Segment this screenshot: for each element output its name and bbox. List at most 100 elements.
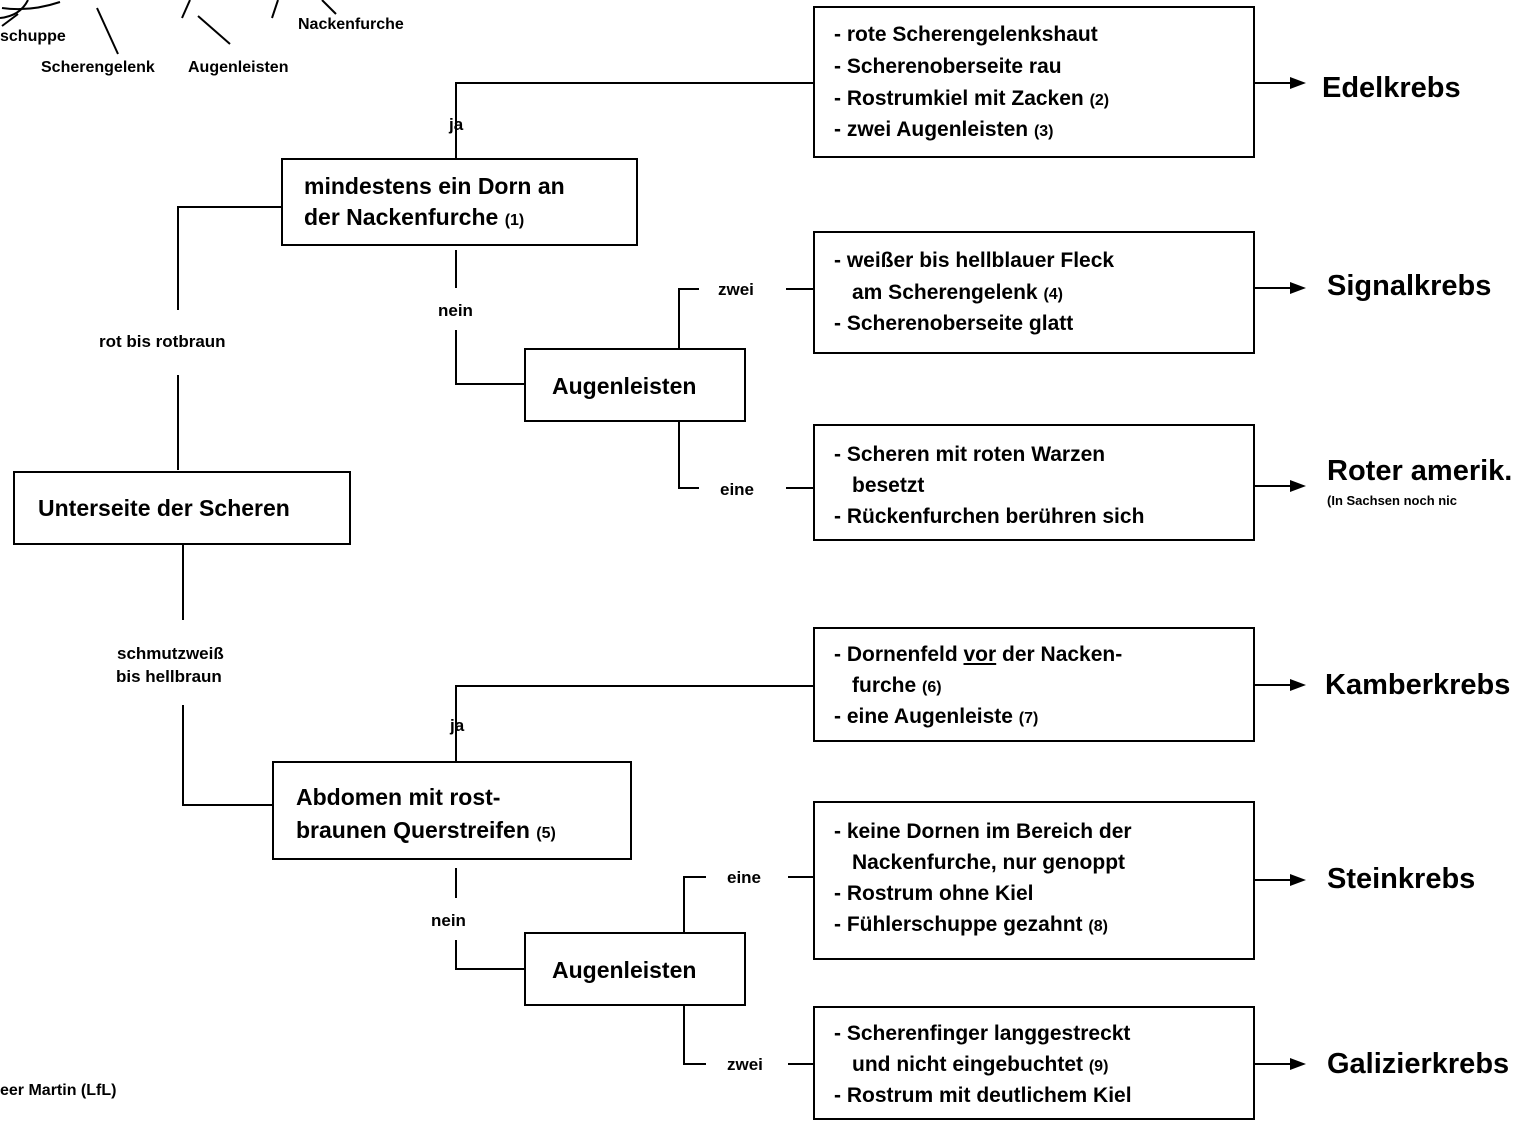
line-root-down-bottom — [182, 705, 272, 806]
label-schuppe: schuppe — [0, 28, 66, 45]
result-roter-note: (In Sachsen noch nic — [1327, 493, 1458, 508]
sketch-fragment — [271, 0, 279, 19]
image-credit: eer Martin (LfL) — [0, 1082, 117, 1099]
node-unterseite: Unterseite der Scheren — [13, 471, 351, 545]
features-edelkrebs: - rote Scherengelenkshaut - Scherenobers… — [813, 6, 1255, 158]
node-dorn-line2: der Nackenfurche (1) — [304, 206, 524, 229]
roter-line1: - Scheren mit roten Warzen — [834, 443, 1106, 466]
line-nein2 — [455, 940, 524, 970]
node-abdomen-ref: (5) — [536, 825, 556, 842]
roter-line3: - Rückenfurchen berühren sich — [834, 505, 1145, 528]
node-abdomen: Abdomen mit rost- braunen Querstreifen (… — [272, 761, 632, 860]
line-eine2 — [683, 876, 706, 932]
pointer-line — [1, 13, 19, 27]
node-unterseite-label: Unterseite der Scheren — [38, 495, 290, 521]
branch-zwei-1: zwei — [718, 280, 754, 299]
roter-line2: besetzt — [852, 474, 925, 497]
pointer-line — [321, 0, 337, 15]
line-root-up-top — [177, 206, 282, 310]
kamber-line2: furche (6) — [852, 675, 942, 696]
sketch-fragment — [1, 1, 61, 11]
features-roter-amerik: - Scheren mit roten Warzen besetzt - Rüc… — [813, 424, 1255, 541]
stein-line4-text: - Fühlerschuppe gezahnt — [834, 913, 1083, 936]
kamber-ref-6: (6) — [922, 679, 942, 696]
kamber-line3: - eine Augenleiste (7) — [834, 706, 1038, 727]
galizier-line1: - Scherenfinger langgestreckt — [834, 1022, 1131, 1045]
features-kamberkrebs: - Dornenfeld vor der Nacken- furche (6) … — [813, 627, 1255, 742]
node-augenleisten-1: Augenleisten — [524, 348, 746, 422]
edel-line4: - zwei Augenleisten (3) — [834, 119, 1054, 140]
branch-eine-1: eine — [720, 480, 755, 499]
node-dorn-line2-text: der Nackenfurche — [304, 204, 499, 230]
kamber-line1-b: der Nacken- — [996, 643, 1123, 666]
kamber-ref-7: (7) — [1018, 710, 1039, 727]
node-augenleisten-2-label: Augenleisten — [552, 957, 697, 983]
line-ja1 — [455, 82, 814, 158]
arrowhead-signal — [1290, 282, 1306, 294]
branch-ja-2: ja — [450, 716, 465, 735]
label-augenleisten: Augenleisten — [188, 59, 289, 76]
arrowhead-edel — [1290, 77, 1306, 89]
branch-ja-1: ja — [449, 115, 464, 134]
node-abdomen-line1: Abdomen mit rost- — [296, 784, 501, 810]
edel-line1: - rote Scherengelenkshaut — [834, 23, 1098, 46]
signal-line1: - weißer bis hellblauer Fleck — [834, 249, 1115, 272]
kamber-line3-text: - eine Augenleiste — [834, 705, 1013, 728]
signal-line2: am Scherengelenk (4) — [852, 282, 1063, 303]
edel-line3: - Rostrumkiel mit Zacken (2) — [834, 88, 1109, 109]
pointer-line — [96, 7, 119, 55]
stein-line1: - keine Dornen im Bereich der — [834, 820, 1132, 843]
result-edelkrebs: Edelkrebs — [1322, 72, 1461, 104]
edel-ref-3: (3) — [1033, 123, 1054, 140]
result-roter-amerik: Roter amerik. — [1327, 455, 1513, 487]
features-galizierkrebs: - Scherenfinger langgestreckt und nicht … — [813, 1006, 1255, 1120]
node-dorn-ref: (1) — [504, 212, 525, 229]
branch-eine-2: eine — [727, 868, 762, 887]
arrowhead-roter — [1290, 480, 1306, 492]
node-augenleisten-2: Augenleisten — [524, 932, 746, 1006]
kamber-line2-text: furche — [852, 674, 917, 697]
label-scherengelenk: Scherengelenk — [41, 59, 155, 76]
line-zwei1 — [678, 288, 699, 348]
result-kamberkrebs: Kamberkrebs — [1325, 669, 1511, 701]
line-nein1 — [455, 330, 524, 385]
galizier-line2-text: und nicht eingebuchtet — [852, 1053, 1083, 1076]
branch-zwei-2: zwei — [727, 1055, 763, 1074]
signal-line2-text: am Scherengelenk — [852, 281, 1038, 304]
features-signalkrebs: - weißer bis hellblauer Fleck am Scheren… — [813, 231, 1255, 354]
kamber-line1: - Dornenfeld vor der Nacken- — [834, 644, 1122, 665]
kamber-line1-a: - Dornenfeld — [834, 643, 964, 666]
sketch-fragment — [181, 0, 191, 19]
node-augenleisten-1-label: Augenleisten — [552, 373, 697, 399]
node-dorn-line1: mindestens ein Dorn an — [304, 173, 565, 199]
node-dorn: mindestens ein Dorn an der Nackenfurche … — [281, 158, 638, 246]
result-galizierkrebs: Galizierkrebs — [1327, 1048, 1510, 1080]
arrowhead-galizier — [1290, 1058, 1306, 1070]
line-ja2 — [455, 685, 814, 762]
branch-nein-1: nein — [438, 301, 473, 320]
galizier-line2: und nicht eingebuchtet (9) — [852, 1054, 1108, 1075]
galizier-ref-9: (9) — [1088, 1058, 1109, 1075]
branch-nein-2: nein — [431, 911, 466, 930]
node-abdomen-line2: braunen Querstreifen (5) — [296, 819, 556, 842]
arrowhead-stein — [1290, 874, 1306, 886]
sketch-fragment — [0, 0, 29, 19]
kamber-line1-underlined: vor — [963, 643, 997, 666]
stein-ref-8: (8) — [1088, 918, 1108, 935]
galizier-line3: - Rostrum mit deutlichem Kiel — [834, 1084, 1132, 1107]
edel-line3-text: - Rostrumkiel mit Zacken — [834, 87, 1084, 110]
features-steinkrebs: - keine Dornen im Bereich der Nackenfurc… — [813, 801, 1255, 960]
signal-ref-4: (4) — [1043, 286, 1063, 303]
result-steinkrebs: Steinkrebs — [1327, 863, 1476, 895]
arrowhead-kamber — [1290, 679, 1306, 691]
pointer-line — [197, 15, 231, 45]
stein-line4: - Fühlerschuppe gezahnt (8) — [834, 914, 1108, 935]
branch-schmutz-1: schmutzweiß — [117, 644, 224, 663]
stein-line2: Nackenfurche, nur genoppt — [852, 851, 1126, 874]
signal-line3: - Scherenoberseite glatt — [834, 312, 1074, 335]
line-eine1 — [678, 422, 699, 489]
label-nackenfurche: Nackenfurche — [298, 16, 404, 33]
node-abdomen-line2-text: braunen Querstreifen — [296, 817, 530, 843]
edel-line2: - Scherenoberseite rau — [834, 55, 1062, 78]
